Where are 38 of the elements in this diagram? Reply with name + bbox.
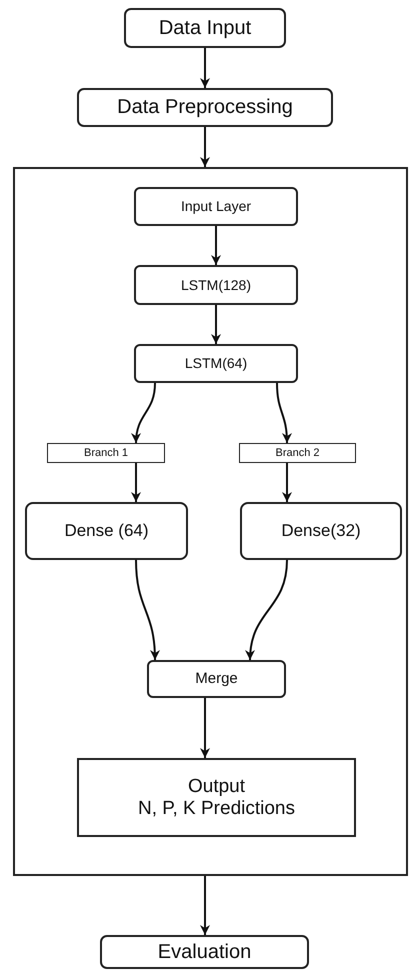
arrow	[200, 698, 210, 758]
arrow	[282, 463, 292, 502]
arrow	[200, 48, 210, 88]
process-box	[124, 8, 286, 48]
arrow	[200, 876, 210, 935]
arrow	[211, 305, 221, 344]
arrow	[132, 382, 156, 444]
process-box	[134, 265, 298, 305]
process-box	[77, 758, 356, 837]
arrow	[135, 560, 160, 660]
arrow	[131, 463, 141, 502]
process-box	[134, 187, 298, 226]
node-label: LSTM(64)	[184, 355, 248, 372]
node-label: Branch 1	[84, 446, 128, 460]
process-box	[240, 502, 402, 560]
node-label: Data Input	[158, 16, 252, 40]
node-label: Evaluation	[158, 940, 252, 964]
container-box	[13, 167, 408, 876]
node-label: Output	[188, 776, 246, 798]
node-label: LSTM(128)	[180, 276, 252, 294]
node-label: Dense (64)	[64, 521, 149, 541]
arrow	[276, 382, 292, 444]
node-label: Dense(32)	[281, 521, 361, 541]
arrow	[246, 560, 288, 660]
process-box	[77, 88, 333, 127]
process-box	[134, 344, 298, 383]
arrow	[211, 226, 221, 265]
process-box	[25, 502, 188, 560]
process-box	[100, 935, 309, 969]
arrow	[200, 127, 210, 167]
node-label: Merge	[195, 670, 238, 688]
process-box	[147, 660, 286, 698]
branch-label-box	[239, 443, 356, 463]
branch-label-box	[47, 443, 165, 463]
node-label: Input Layer	[180, 198, 252, 215]
node-label: N, P, K Predictions	[138, 798, 295, 820]
node-label: Branch 2	[275, 446, 320, 460]
node-label: Data Preprocessing	[117, 96, 293, 119]
